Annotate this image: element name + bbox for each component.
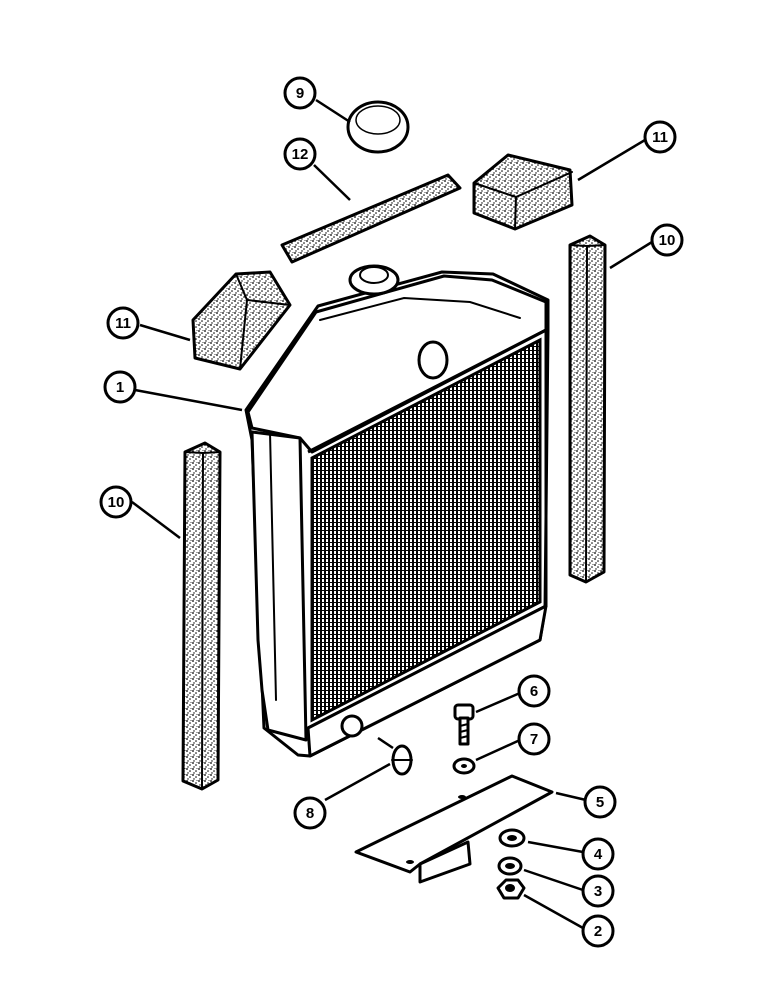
callout-label: 9	[296, 85, 304, 102]
nut	[496, 878, 526, 900]
callout-label: 6	[530, 683, 538, 700]
radiator-cap	[346, 100, 410, 154]
washer	[452, 757, 476, 775]
callout-4: 4	[581, 837, 615, 871]
callout-label: 12	[292, 146, 309, 163]
callout-label: 2	[594, 923, 602, 940]
foam-block-left	[191, 270, 292, 371]
bolt	[453, 703, 475, 746]
drain-cock	[391, 744, 413, 776]
leader-lines	[131, 98, 653, 930]
foam-strip-top	[280, 173, 462, 264]
callout-1: 1	[103, 370, 137, 404]
callout-10-right: 10	[650, 223, 684, 257]
callout-label: 10	[108, 494, 125, 511]
radiator	[244, 264, 550, 758]
callout-label: 1	[116, 379, 124, 396]
foam-block-right	[472, 153, 574, 231]
foam-seal-right	[568, 234, 607, 584]
callout-9: 9	[283, 76, 317, 110]
foam-seal-left	[181, 441, 222, 791]
callout-label: 8	[306, 805, 314, 822]
callout-8: 8	[293, 796, 327, 830]
callout-label: 11	[115, 315, 131, 332]
callout-3: 3	[581, 874, 615, 908]
callout-label: 11	[652, 129, 668, 146]
callout-12: 12	[283, 137, 317, 171]
callout-2: 2	[581, 914, 615, 948]
lock-washer	[497, 856, 523, 876]
callout-label: 4	[594, 846, 603, 863]
callout-label: 3	[594, 883, 602, 900]
callout-label: 7	[530, 731, 538, 748]
callout-10-left: 10	[99, 485, 133, 519]
callout-7: 7	[517, 722, 551, 756]
callout-label: 10	[659, 232, 676, 249]
callout-11-left: 11	[106, 306, 140, 340]
callout-5: 5	[583, 785, 617, 819]
callout-11-right: 11	[643, 120, 677, 154]
callout-label: 5	[596, 794, 604, 811]
flat-washer	[498, 828, 526, 848]
mounting-bracket	[354, 774, 554, 884]
callout-6: 6	[517, 674, 551, 708]
